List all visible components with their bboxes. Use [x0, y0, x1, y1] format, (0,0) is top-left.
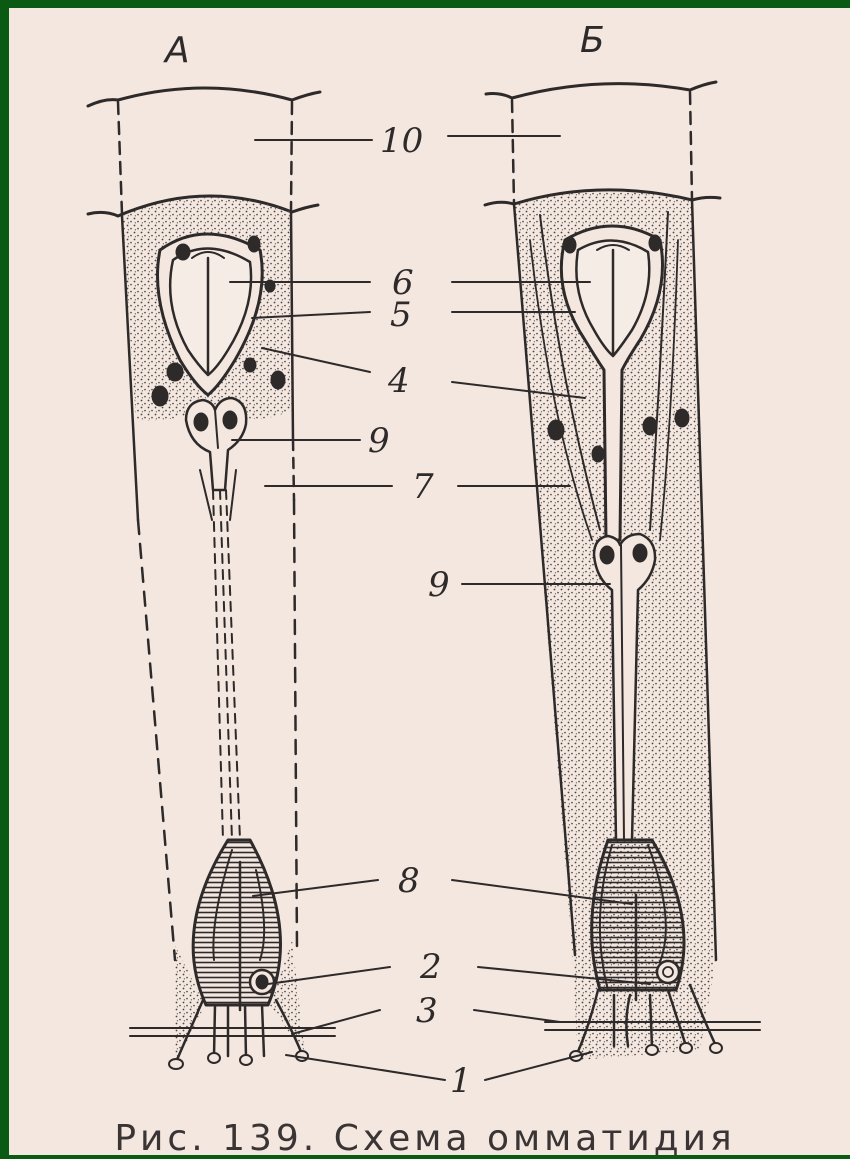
label-5: 5 — [390, 295, 412, 335]
panel-b-cornea — [486, 82, 716, 98]
label-4: 4 — [387, 361, 410, 401]
label-8: 8 — [398, 861, 420, 901]
label-7: 7 — [412, 467, 434, 507]
panel-label-a: А — [163, 30, 190, 71]
label-10: 10 — [380, 121, 423, 161]
label-9-right: 9 — [428, 565, 450, 605]
label-2: 2 — [419, 947, 442, 987]
label-9-left: 9 — [368, 421, 390, 461]
panel-a-cornea — [88, 88, 320, 106]
label-1: 1 — [450, 1061, 472, 1101]
panel-b-ommatidium — [485, 82, 760, 1061]
panel-a-ommatidium — [88, 88, 335, 1069]
label-3: 3 — [416, 991, 438, 1031]
figure-caption: Рис. 139. Схема омматидия — [0, 1118, 850, 1159]
panel-label-b: Б — [580, 20, 605, 61]
